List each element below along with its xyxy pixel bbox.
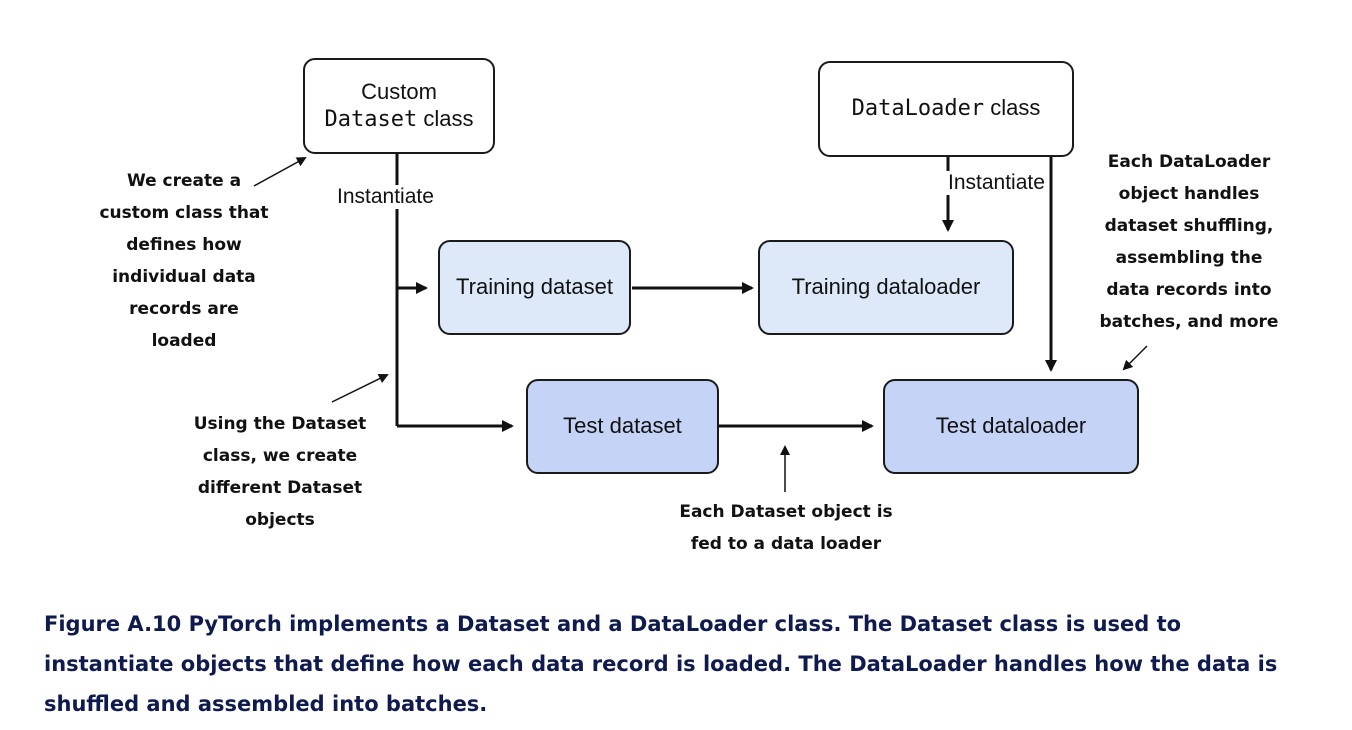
training-dataset-box: Training dataset bbox=[438, 240, 631, 335]
annotation-line: different Dataset bbox=[197, 478, 363, 498]
annotation-line: dataset shuffling, bbox=[1104, 216, 1274, 236]
instantiate-label-left: Instantiate bbox=[333, 185, 438, 209]
annotation-line: class, we create bbox=[202, 446, 358, 466]
annotation-line: We create a bbox=[126, 171, 242, 191]
figure-caption: Figure A.10 PyTorch implements a Dataset… bbox=[44, 612, 1278, 716]
annotation-line: batches, and more bbox=[1099, 312, 1279, 332]
dataloader-code-text: DataLoader bbox=[851, 96, 985, 122]
custom-dataset-line1: Custom bbox=[361, 79, 437, 105]
pointer-dataloader-handles bbox=[1122, 345, 1148, 371]
annotation-using-dataset: Using the Dataset class, we create diffe… bbox=[190, 408, 370, 536]
annotation-line: fed to a data loader bbox=[690, 534, 882, 554]
annotation-dataloader-handles: Each DataLoader object handles dataset s… bbox=[1094, 146, 1284, 338]
pointer-using-dataset bbox=[331, 374, 389, 403]
dataloader-class-box: DataLoader class bbox=[818, 61, 1074, 157]
annotation-custom-class: We create a custom class that defines ho… bbox=[94, 165, 274, 357]
custom-dataset-line2: Dataset class bbox=[325, 106, 474, 133]
class-text: class bbox=[984, 95, 1041, 121]
annotation-line: records are loaded bbox=[129, 299, 239, 351]
pointer-custom-class bbox=[253, 157, 307, 187]
annotation-line: object handles bbox=[1118, 184, 1260, 204]
test-dataloader-box: Test dataloader bbox=[883, 379, 1139, 474]
annotation-fed-to-loader: Each Dataset object is fed to a data loa… bbox=[676, 496, 896, 560]
annotation-line: Each Dataset object is bbox=[679, 502, 893, 522]
custom-dataset-class-box: Custom Dataset class bbox=[303, 58, 495, 154]
annotation-line: assembling the bbox=[1115, 248, 1263, 268]
instantiate-label-right: Instantiate bbox=[944, 171, 1049, 195]
annotation-line: defines how bbox=[126, 235, 242, 255]
annotation-line: data records into bbox=[1106, 280, 1272, 300]
training-dataloader-box: Training dataloader bbox=[758, 240, 1014, 335]
annotation-line: objects bbox=[245, 510, 315, 530]
test-dataset-box: Test dataset bbox=[526, 379, 719, 474]
annotation-line: Using the Dataset bbox=[193, 414, 367, 434]
dataset-code-text: Dataset bbox=[324, 106, 418, 132]
dataloader-class-label: DataLoader class bbox=[852, 95, 1041, 122]
annotation-line: individual data bbox=[112, 267, 256, 287]
class-text: class bbox=[417, 105, 474, 131]
annotation-line: custom class that bbox=[99, 203, 269, 223]
annotation-line: Each DataLoader bbox=[1107, 152, 1271, 172]
